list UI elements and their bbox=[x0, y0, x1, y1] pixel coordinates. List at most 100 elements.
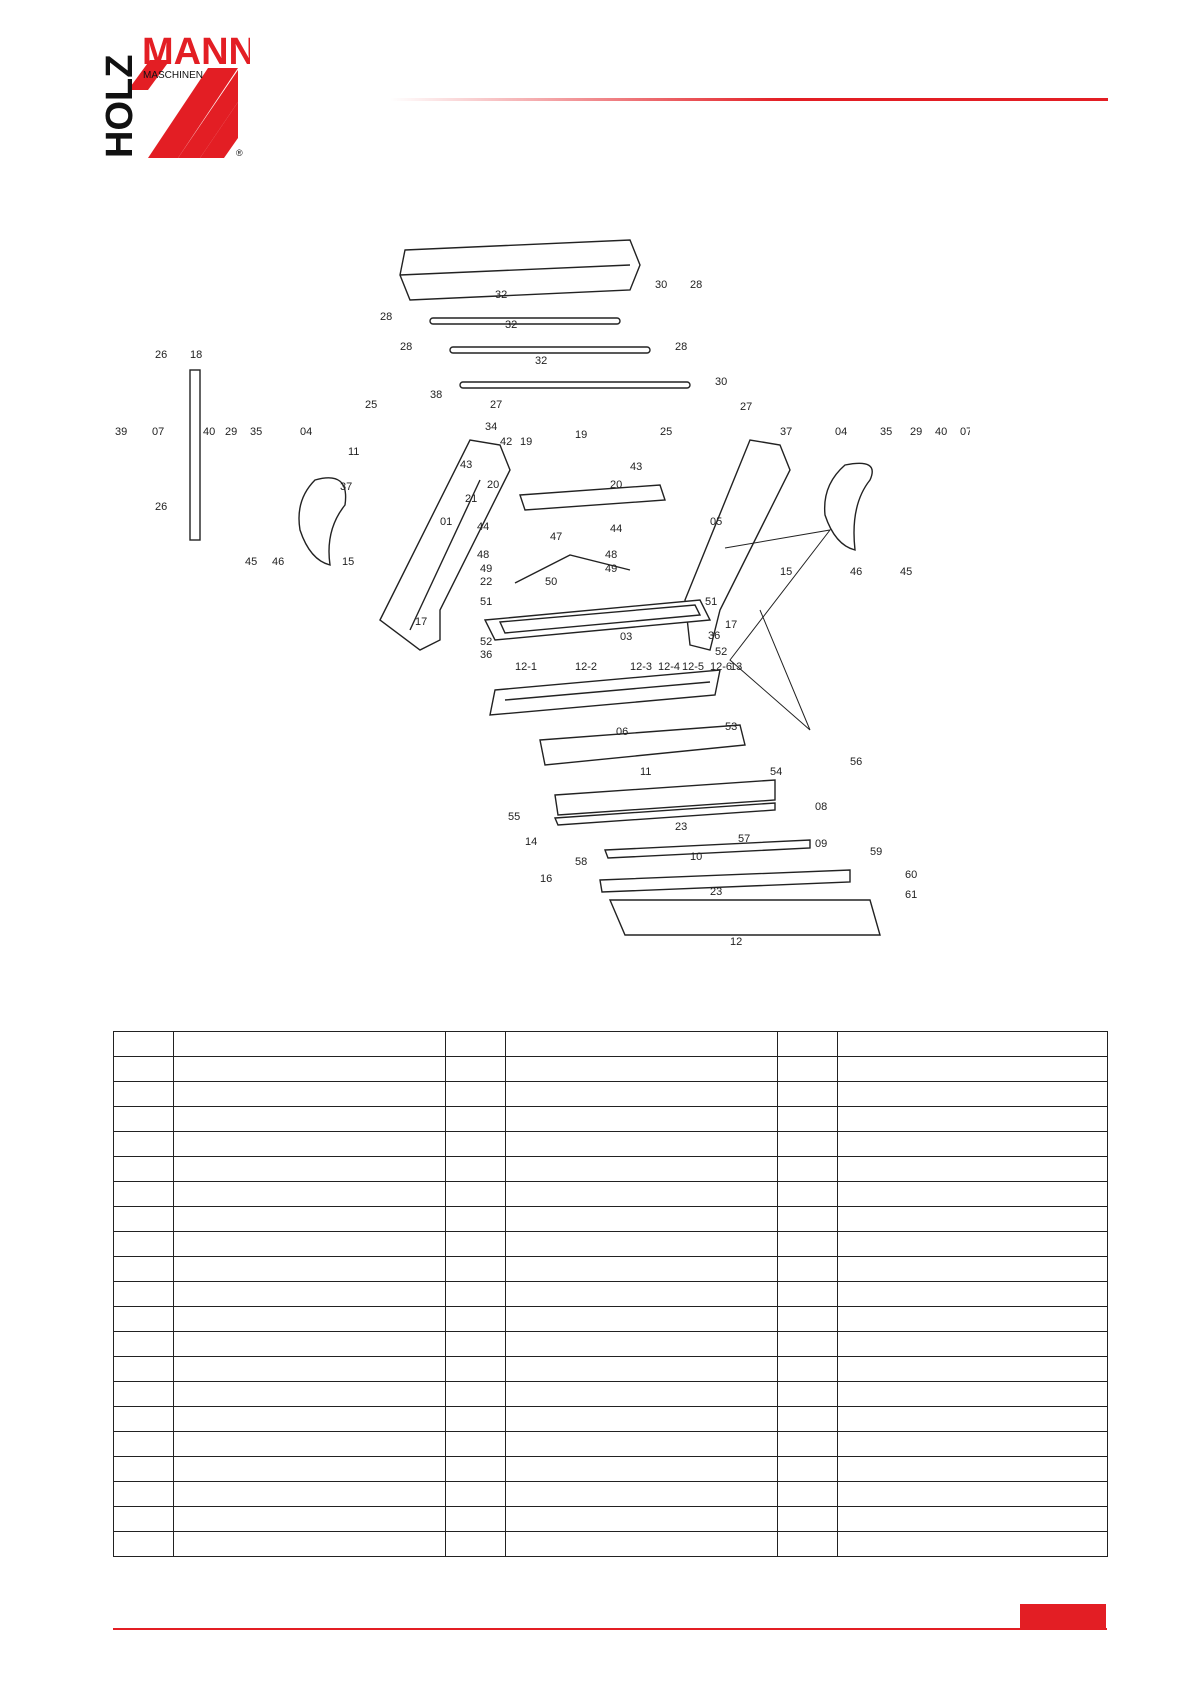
table-cell bbox=[173, 1056, 446, 1082]
part-callout: 16 bbox=[540, 873, 552, 885]
table-row bbox=[113, 1206, 1108, 1232]
table-cell bbox=[777, 1481, 838, 1507]
table-cell bbox=[173, 1406, 446, 1432]
table-cell bbox=[113, 1231, 174, 1257]
table-cell bbox=[445, 1081, 506, 1107]
table-cell bbox=[837, 1381, 1108, 1407]
part-callout: 37 bbox=[340, 481, 352, 493]
table-row bbox=[113, 1481, 1108, 1507]
table-row bbox=[113, 1381, 1108, 1407]
part-callout: 21 bbox=[465, 493, 477, 505]
part-callout: 45 bbox=[245, 556, 257, 568]
table-cell bbox=[113, 1256, 174, 1282]
part-callout: 18 bbox=[190, 349, 202, 361]
part-callout: 15 bbox=[780, 566, 792, 578]
table-cell bbox=[113, 1281, 174, 1307]
table-cell bbox=[445, 1031, 506, 1057]
table-cell bbox=[777, 1531, 838, 1557]
table-cell bbox=[505, 1406, 778, 1432]
part-callout: 49 bbox=[480, 563, 492, 575]
table-cell bbox=[173, 1356, 446, 1382]
table-cell bbox=[777, 1506, 838, 1532]
table-cell bbox=[505, 1481, 778, 1507]
table-row bbox=[113, 1356, 1108, 1382]
table-cell bbox=[505, 1081, 778, 1107]
table-cell bbox=[777, 1406, 838, 1432]
table-cell bbox=[173, 1156, 446, 1182]
part-callout: 04 bbox=[835, 426, 847, 438]
part-callout: 45 bbox=[900, 566, 912, 578]
table-cell bbox=[113, 1306, 174, 1332]
table-cell bbox=[837, 1031, 1108, 1057]
part-callout: 12-3 bbox=[630, 661, 652, 673]
table-cell bbox=[837, 1181, 1108, 1207]
part-callout: 32 bbox=[535, 355, 547, 367]
part-callout: 34 bbox=[485, 421, 497, 433]
table-cell bbox=[173, 1456, 446, 1482]
table-cell bbox=[113, 1331, 174, 1357]
table-cell bbox=[777, 1206, 838, 1232]
part-callout: 59 bbox=[870, 846, 882, 858]
table-cell bbox=[445, 1531, 506, 1557]
part-callout: 39 bbox=[115, 426, 127, 438]
table-cell bbox=[837, 1306, 1108, 1332]
part-callout: 36 bbox=[708, 630, 720, 642]
table-cell bbox=[837, 1456, 1108, 1482]
table-cell bbox=[113, 1081, 174, 1107]
table-cell bbox=[113, 1031, 174, 1057]
table-cell bbox=[837, 1506, 1108, 1532]
table-row bbox=[113, 1256, 1108, 1282]
part-callout: 27 bbox=[490, 399, 502, 411]
part-callout: 52 bbox=[480, 636, 492, 648]
part-callout: 19 bbox=[575, 429, 587, 441]
table-cell bbox=[505, 1356, 778, 1382]
table-cell bbox=[777, 1131, 838, 1157]
part-callout: 04 bbox=[300, 426, 312, 438]
part-callout: 13 bbox=[730, 661, 742, 673]
table-cell bbox=[505, 1381, 778, 1407]
table-cell bbox=[777, 1306, 838, 1332]
part-callout: 20 bbox=[487, 479, 499, 491]
table-cell bbox=[777, 1081, 838, 1107]
table-cell bbox=[113, 1206, 174, 1232]
table-cell bbox=[445, 1256, 506, 1282]
part-callout: 12-1 bbox=[515, 661, 537, 673]
table-row bbox=[113, 1131, 1108, 1157]
part-callout: 25 bbox=[365, 399, 377, 411]
table-cell bbox=[445, 1156, 506, 1182]
table-cell bbox=[113, 1156, 174, 1182]
table-cell bbox=[505, 1181, 778, 1207]
table-cell bbox=[505, 1456, 778, 1482]
table-cell bbox=[837, 1231, 1108, 1257]
part-callout: 17 bbox=[415, 616, 427, 628]
table-cell bbox=[505, 1431, 778, 1457]
part-callout: 51 bbox=[480, 596, 492, 608]
table-cell bbox=[113, 1406, 174, 1432]
part-callout: 60 bbox=[905, 869, 917, 881]
table-cell bbox=[113, 1481, 174, 1507]
table-row bbox=[113, 1156, 1108, 1182]
table-cell bbox=[113, 1131, 174, 1157]
part-callout: 11 bbox=[348, 446, 359, 458]
table-cell bbox=[505, 1206, 778, 1232]
table-row bbox=[113, 1081, 1108, 1107]
table-cell bbox=[505, 1531, 778, 1557]
table-cell bbox=[173, 1131, 446, 1157]
part-callout: 12-6 bbox=[710, 661, 732, 673]
part-callout: 17 bbox=[725, 619, 737, 631]
table-cell bbox=[113, 1106, 174, 1132]
table-cell bbox=[505, 1056, 778, 1082]
table-cell bbox=[113, 1381, 174, 1407]
svg-text:HOLZ: HOLZ bbox=[100, 55, 141, 158]
table-cell bbox=[113, 1181, 174, 1207]
table-cell bbox=[777, 1456, 838, 1482]
part-callout: 55 bbox=[508, 811, 520, 823]
table-cell bbox=[173, 1481, 446, 1507]
table-row bbox=[113, 1281, 1108, 1307]
table-cell bbox=[777, 1056, 838, 1082]
part-callout: 12-2 bbox=[575, 661, 597, 673]
part-callout: 10 bbox=[690, 851, 702, 863]
table-cell bbox=[777, 1281, 838, 1307]
table-cell bbox=[445, 1506, 506, 1532]
table-cell bbox=[837, 1256, 1108, 1282]
